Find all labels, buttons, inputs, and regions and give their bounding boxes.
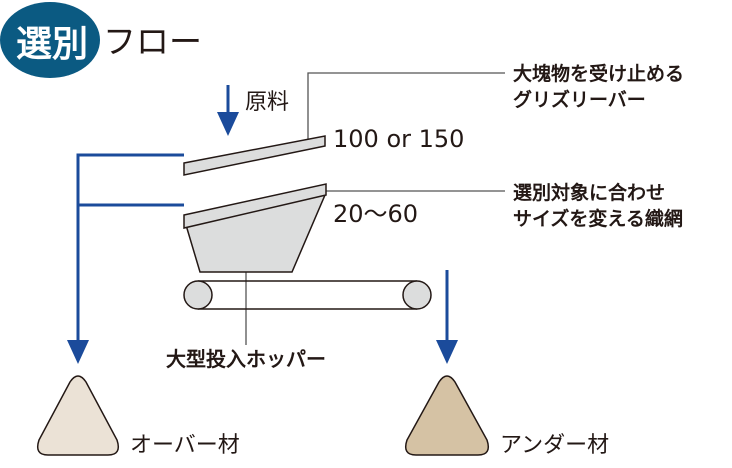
conveyor	[183, 280, 432, 310]
oversize-pile	[36, 375, 120, 456]
raw-material-label: 原料	[245, 90, 289, 115]
undersize-label: アンダー材	[500, 433, 609, 458]
grizzly-desc-line2: グリズリーバー	[513, 88, 646, 111]
grizzly-size-label: 100 or 150	[333, 125, 464, 153]
oversize-label: オーバー材	[130, 433, 240, 458]
grizzly-desc-line1: 大塊物を受け止める	[513, 62, 684, 85]
screen-desc-line2: サイズを変える織網	[513, 207, 683, 230]
title-badge	[0, 2, 100, 78]
screen-mesh	[183, 183, 327, 229]
page-title: フロー	[103, 22, 202, 61]
screen-size-label: 20〜60	[333, 200, 418, 228]
hopper-label: 大型投入ホッパー	[166, 347, 326, 371]
undersize-pile	[404, 375, 490, 456]
undersize-flow-arrow-icon	[436, 270, 458, 364]
title-badge-text: 選別	[16, 24, 88, 65]
grizzly-bar	[183, 135, 326, 176]
screen-desc-line1: 選別対象に合わせ	[513, 181, 665, 204]
grizzly-leader-line	[307, 72, 505, 142]
oversize-flow-arrow-icon	[67, 153, 184, 364]
raw-material-arrow-icon	[217, 85, 239, 136]
